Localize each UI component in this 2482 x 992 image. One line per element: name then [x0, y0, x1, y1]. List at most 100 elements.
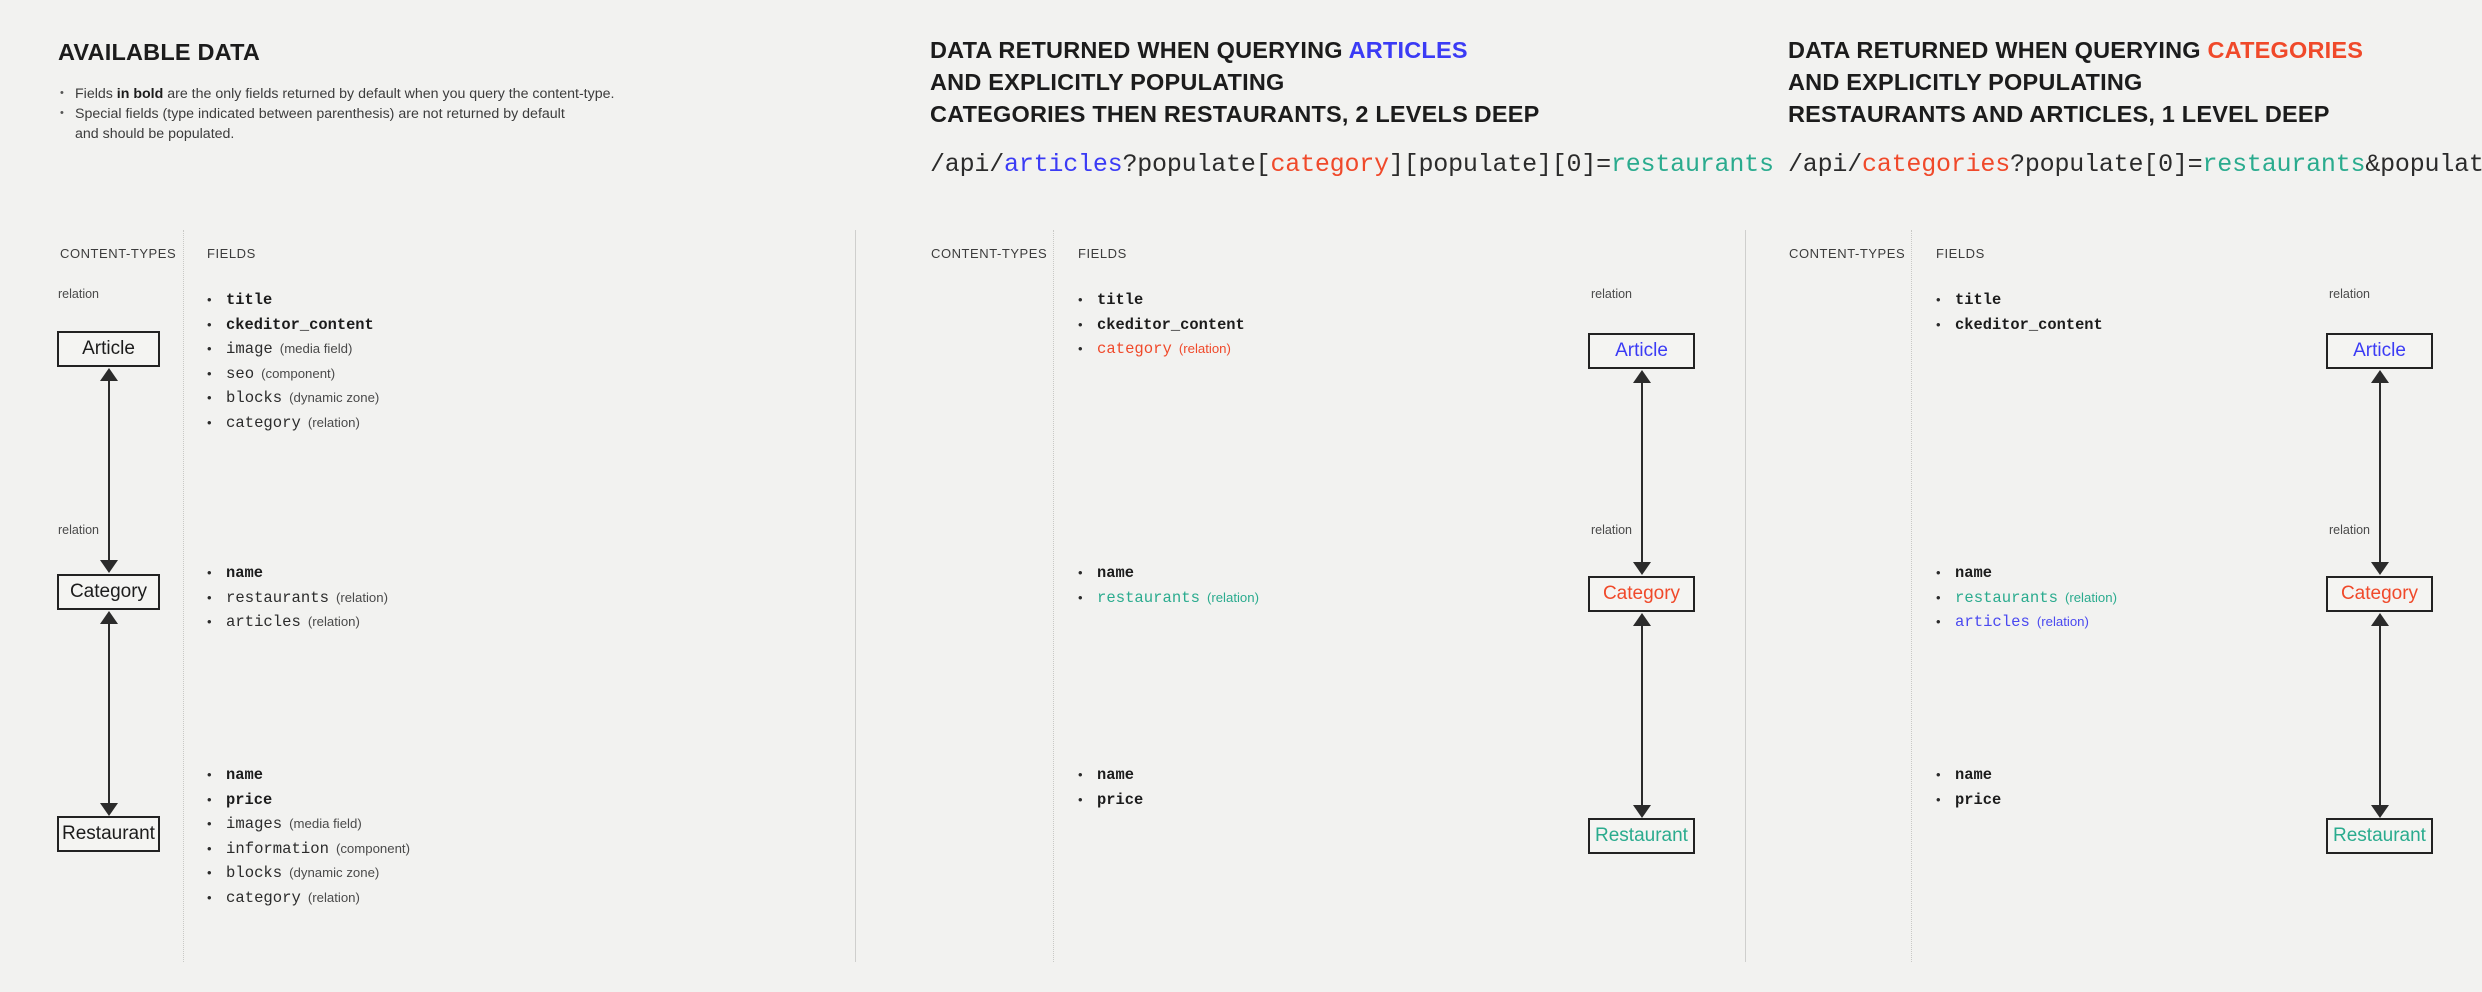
node-label: Category [1602, 583, 1681, 604]
endpoint-segment: articles [1004, 150, 1123, 179]
field-name: restaurants [1955, 588, 2058, 607]
panel-query-categories: DATA RETURNED WHEN QUERYING CATEGORIES A… [1714, 0, 2482, 992]
column-divider [855, 230, 856, 962]
field-item: category (relation) [205, 886, 410, 911]
field-type: (relation) [307, 614, 360, 630]
node-category[interactable]: Category [1588, 576, 1695, 612]
page-title: DATA RETURNED WHEN QUERYING CATEGORIES A… [1788, 34, 2482, 130]
col-label-content-types: CONTENT-TYPES [931, 246, 1048, 261]
relation-arrow-category-restaurant [107, 614, 111, 814]
field-list-category: namerestaurants(relation)articles(relati… [1934, 561, 2117, 635]
node-article[interactable]: Article [1588, 333, 1695, 369]
list-item: Fields in bold are the only fields retur… [58, 83, 838, 104]
arrowhead-down-icon [1633, 805, 1651, 818]
field-item: restaurants (relation) [1934, 586, 2117, 611]
field-name: images [226, 815, 283, 834]
node-restaurant[interactable]: Restaurant [57, 816, 160, 852]
endpoint-segment: /api/ [930, 150, 1005, 179]
field-name: name [1097, 766, 1134, 784]
inner-divider [183, 230, 184, 962]
list-item-continuation: and should be populated. [75, 126, 235, 142]
arrowhead-up-icon [1633, 370, 1651, 383]
node-label: Category [2340, 583, 2419, 604]
field-type: (relation) [1206, 589, 1259, 605]
relation-label: relation [58, 287, 99, 301]
field-item: name [1076, 561, 1259, 586]
field-item: images (media field) [205, 812, 410, 837]
inner-divider [1053, 230, 1054, 962]
field-type: (component) [335, 840, 410, 856]
field-name: category [226, 888, 301, 907]
endpoint-segment: &populate[1]= [2365, 150, 2482, 179]
title-highlight: ARTICLES [1348, 37, 1468, 63]
node-restaurant[interactable]: Restaurant [2326, 818, 2433, 854]
field-item: ckeditor_content [205, 313, 379, 338]
field-type: (relation) [307, 889, 360, 905]
node-label: Article [1615, 340, 1668, 361]
field-type: (media field) [279, 341, 353, 357]
field-item: name [1076, 763, 1143, 788]
node-restaurant[interactable]: Restaurant [1588, 818, 1695, 854]
field-type: (media field) [289, 816, 362, 832]
endpoint-segment: ?populate[0]= [2010, 150, 2203, 179]
arrowhead-down-icon [100, 560, 118, 573]
field-item: ckeditor_content [1076, 313, 1245, 338]
field-name: category [1097, 340, 1172, 359]
panel-available-data: AVAILABLE DATA Fields in bold are the on… [0, 0, 857, 992]
field-type: (relation) [335, 589, 388, 605]
field-name: information [226, 839, 329, 858]
api-endpoint: /api/articles?populate[category][populat… [930, 150, 1774, 179]
col-label-fields: FIELDS [1078, 246, 1127, 261]
arrowhead-down-icon [2371, 805, 2389, 818]
field-item: articles(relation) [1934, 610, 2117, 635]
field-item: name [1934, 763, 2001, 788]
title-highlight: CATEGORIES [2207, 37, 2364, 63]
field-item: image(media field) [205, 337, 379, 362]
field-name: ckeditor_content [1955, 315, 2103, 334]
arrowhead-up-icon [100, 611, 118, 624]
panel-header: DATA RETURNED WHEN QUERYING ARTICLES AND… [930, 34, 1774, 179]
relation-label: relation [2329, 523, 2370, 537]
inner-divider [1911, 230, 1912, 962]
field-type: (component) [261, 365, 336, 381]
column-divider [1745, 230, 1746, 962]
node-category[interactable]: Category [57, 574, 160, 610]
endpoint-segment: restaurants [1610, 150, 1774, 179]
field-name: articles [226, 613, 301, 632]
field-name: name [226, 766, 263, 784]
title-line-3: CATEGORIES THEN RESTAURANTS, 2 LEVELS DE… [930, 101, 1540, 127]
col-label-content-types: CONTENT-TYPES [1789, 246, 1906, 261]
field-name: restaurants [226, 588, 329, 607]
arrowhead-up-icon [2371, 613, 2389, 626]
api-endpoint: /api/categories?populate[0]=restaurants&… [1788, 150, 2482, 179]
field-name: price [1955, 790, 2002, 809]
field-list-restaurant: name price [1076, 763, 1143, 812]
field-list-restaurant: name price [1934, 763, 2001, 812]
node-category[interactable]: Category [2326, 576, 2433, 612]
col-label-fields: FIELDS [207, 246, 256, 261]
field-item: price [205, 788, 410, 813]
field-item: price [1934, 788, 2001, 813]
endpoint-segment: categories [1862, 150, 2011, 179]
field-name: ckeditor_content [1097, 315, 1245, 334]
arrowhead-down-icon [1633, 562, 1651, 575]
field-name: blocks [226, 864, 283, 883]
node-label: Restaurant [2333, 825, 2426, 846]
field-item: name [205, 561, 388, 586]
node-article[interactable]: Article [57, 331, 160, 367]
arrowhead-down-icon [2371, 562, 2389, 575]
field-type: (relation) [2064, 589, 2117, 605]
title-line-2: AND EXPLICITLY POPULATING [930, 69, 1285, 95]
panel-header: DATA RETURNED WHEN QUERYING CATEGORIES A… [1788, 34, 2482, 179]
list-item: Special fields (type indicated between p… [58, 103, 838, 124]
node-label: Restaurant [62, 823, 155, 844]
field-name: articles [1955, 613, 2030, 632]
page-title: AVAILABLE DATA [58, 36, 838, 68]
node-article[interactable]: Article [2326, 333, 2433, 369]
field-type: (relation) [307, 414, 360, 430]
panel-query-articles: DATA RETURNED WHEN QUERYING ARTICLES AND… [857, 0, 1774, 992]
field-name: category [226, 413, 301, 432]
field-item: price [1076, 788, 1143, 813]
field-list-category: namerestaurants(relation) [1076, 561, 1259, 610]
field-item: title [1934, 288, 2103, 313]
